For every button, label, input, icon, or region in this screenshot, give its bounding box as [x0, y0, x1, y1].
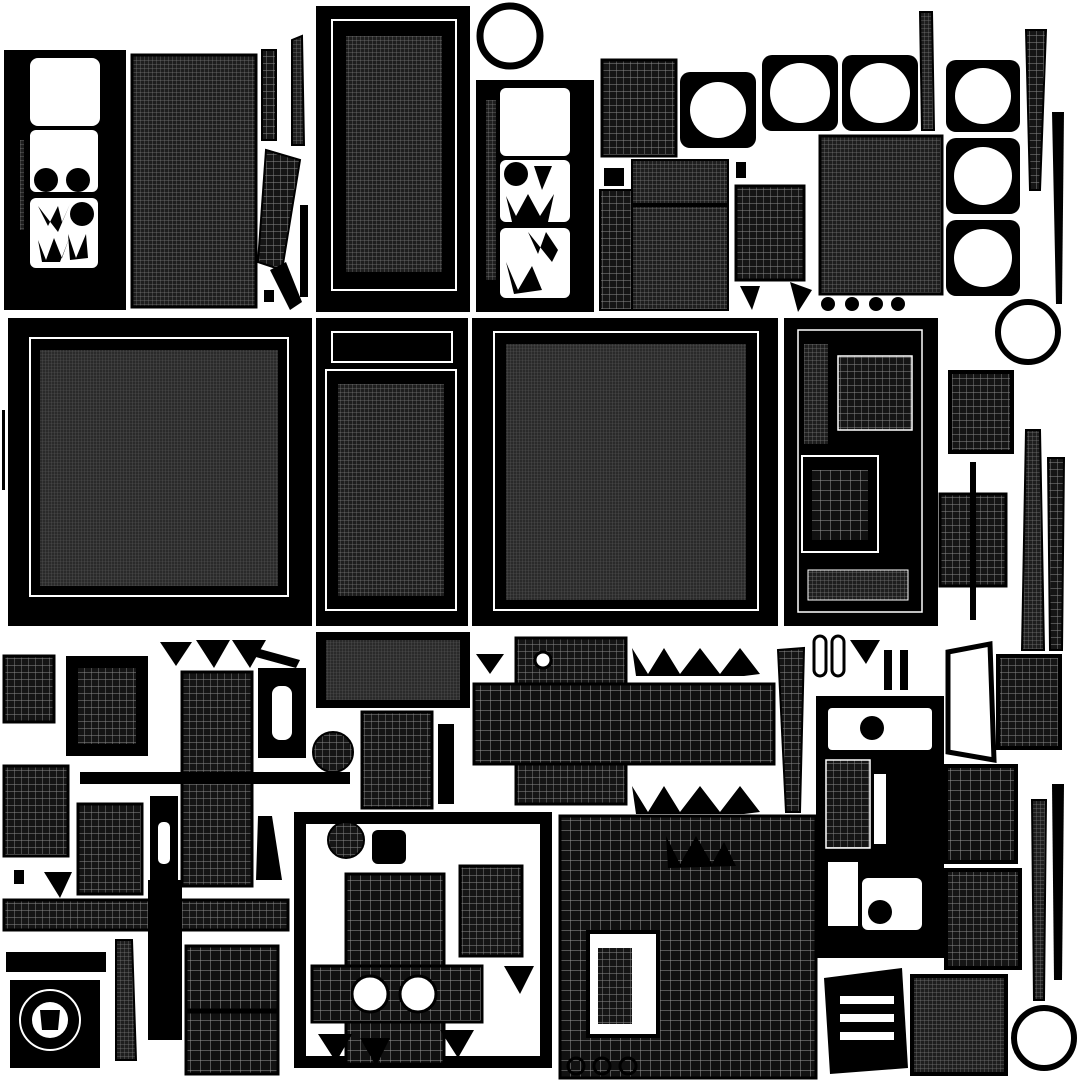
uv-island-large-grid-bottom-center	[558, 814, 818, 1080]
uv-island-grid-tall-1	[130, 53, 258, 309]
uv-island-frame-bottom-center	[294, 812, 552, 1068]
uv-island-big-panel-left	[8, 318, 312, 626]
uv-island-square-rings-top	[680, 55, 1020, 296]
uv-island-cross-bottom-left	[2, 880, 290, 1076]
uv-island-panel-left-top	[4, 50, 126, 310]
uv-island-strips-top	[256, 34, 308, 310]
uv-island-blocks-bottom-right	[824, 654, 1077, 1076]
uv-island-control-panel	[784, 318, 938, 626]
uv-island-big-panel-center	[472, 318, 778, 626]
uv-island-scattered-small-pieces	[2, 410, 997, 1066]
uv-island-small-blocks-right-mid	[938, 370, 1066, 651]
uv-island-box-unwrap-center	[472, 636, 776, 814]
uv-island-panel-bottom-right	[816, 696, 944, 958]
uv-island-center-panel-narrow	[316, 318, 468, 626]
uv-island-cluster-bottom-left	[2, 654, 354, 928]
uv-island-long-strips-right-top	[918, 11, 1064, 365]
uv-island-panel-mid-top	[476, 80, 594, 312]
uv-island-grid-block-right-top	[734, 134, 944, 312]
uv-island-ring-top	[476, 2, 544, 70]
uv-island-small-grid-center-left	[316, 632, 470, 810]
uv-island-block-row-top	[599, 58, 746, 311]
uv-island-frame-door-top	[316, 6, 470, 312]
